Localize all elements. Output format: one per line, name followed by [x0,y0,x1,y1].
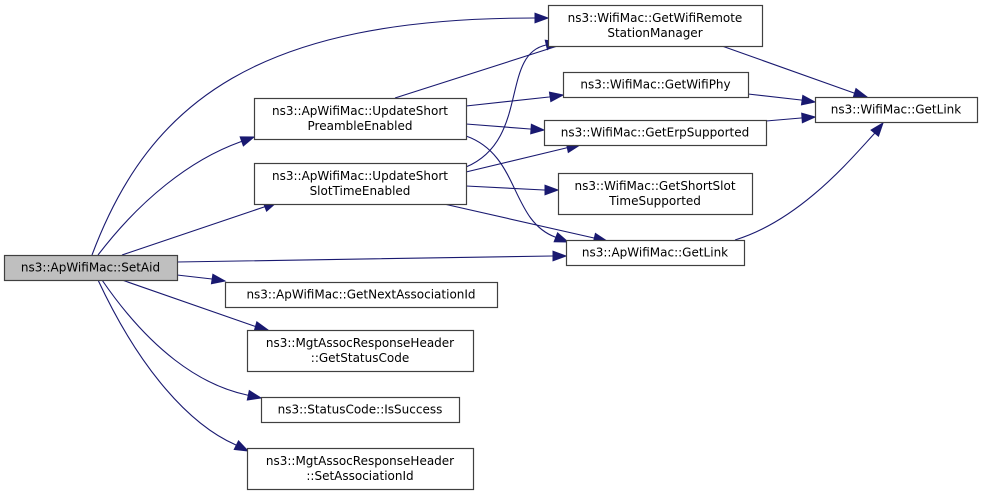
edge-get_erp-to-wm_getlink [765,112,817,124]
edge-line [97,136,255,256]
arrowhead-icon [800,94,817,106]
node-label: StationManager [607,26,702,40]
node-box [246,329,475,373]
arrowhead-icon [544,184,560,196]
edge-line [121,201,278,256]
node-box [547,4,764,48]
edge-setaid-to-upd_slot [121,201,279,256]
node-get-rsm[interactable]: ns3::WifiMac::GetWifiRemoteStationManage… [547,4,764,48]
node-set-assoc[interactable]: ns3::MgtAssocResponseHeader::SetAssociat… [246,447,475,491]
node-box [565,239,746,267]
edge-line [101,279,262,399]
node-label: ns3::MgtAssocResponseHeader [266,454,454,468]
edge-setaid-to-upd_preamble [97,136,256,256]
node-box [246,447,475,491]
edge-upd_slot-to-get_sst [465,184,560,196]
node-upd-preamble[interactable]: ns3::ApWifiMac::UpdateShortPreambleEnabl… [253,97,468,141]
arrowhead-icon [801,112,817,124]
arrowhead-icon [552,250,568,262]
arrowhead-icon [534,12,550,24]
node-box [814,96,979,124]
edge-line [465,144,581,173]
edge-line [734,122,884,241]
edge-upd_slot-to-get_erp [465,142,582,173]
node-label: ns3::ApWifiMac::GetNextAssociationId [246,288,475,302]
edge-setaid-to-status_code [121,279,270,332]
arrowhead-icon [870,121,884,137]
edge-get_phy-to-wm_getlink [747,93,817,106]
node-label: ns3::MgtAssocResponseHeader [266,336,454,350]
edge-setaid-to-is_success [101,279,263,401]
arrowhead-icon [548,91,565,103]
node-label: TimeSupported [608,194,701,208]
node-box [3,254,179,282]
arrowhead-icon [852,87,869,99]
node-box [562,71,750,99]
node-get-erp[interactable]: ns3::WifiMac::GetErpSupported [543,119,768,147]
node-box [224,281,499,309]
edges [91,12,884,452]
node-box [557,172,754,216]
node-label: ns3::ApWifiMac::GetLink [582,246,728,260]
node-box [260,396,461,424]
edge-line [176,255,566,263]
node-label: ns3::StatusCode::IsSuccess [278,403,443,417]
edge-upd_slot-to-get_rsm [465,39,561,168]
node-label: ns3::WifiMac::GetShortSlot [574,179,735,193]
node-label: ns3::WifiMac::GetErpSupported [561,126,749,140]
edge-line [91,17,548,256]
edge-line [465,41,560,168]
node-box [253,97,468,141]
edge-ap_getlink-to-wm_getlink [734,121,884,241]
node-box [543,119,768,147]
edge-setaid-to-get_rsm [91,12,550,256]
node-label: ::SetAssociationId [306,469,413,483]
node-box [253,162,468,206]
edge-line [97,279,249,452]
edge-setaid-to-ap_getlink [176,250,568,263]
edge-line [465,185,558,191]
node-setaid[interactable]: ns3::ApWifiMac::SetAid [3,254,179,282]
node-wm-getlink[interactable]: ns3::WifiMac::GetLink [814,96,979,124]
edge-upd_preamble-to-get_erp [465,123,546,135]
edge-line [465,94,564,107]
node-label: ns3::WifiMac::GetLink [831,103,961,117]
node-label: PreambleEnabled [308,119,413,133]
arrowhead-icon [553,232,570,243]
node-ap-getlink[interactable]: ns3::ApWifiMac::GetLink [565,239,746,267]
node-label: ns3::ApWifiMac::SetAid [21,261,160,275]
node-get-phy[interactable]: ns3::WifiMac::GetWifiPhy [562,71,750,99]
node-upd-slot[interactable]: ns3::ApWifiMac::UpdateShortSlotTimeEnabl… [253,162,468,206]
arrowhead-icon [239,136,256,147]
arrowhead-icon [246,389,263,401]
node-label: ns3::ApWifiMac::UpdateShort [272,169,448,183]
nodes: ns3::ApWifiMac::SetAid ns3::ApWifiMac::Up… [3,4,979,491]
edge-setaid-to-set_assoc [97,279,250,452]
edge-line [465,135,569,243]
node-label: ns3::WifiMac::GetWifiPhy [580,78,730,92]
node-label: SlotTimeEnabled [310,184,411,198]
edge-upd_preamble-to-ap_getlink [465,135,570,243]
node-label: ::GetStatusCode [311,351,409,365]
arrowhead-icon [253,320,270,332]
edge-get_rsm-to-wm_getlink [721,45,869,99]
node-label: ns3::WifiMac::GetWifiRemote [568,11,743,25]
node-is-success[interactable]: ns3::StatusCode::IsSuccess [260,396,461,424]
node-label: ns3::ApWifiMac::UpdateShort [272,104,448,118]
arrowhead-icon [530,123,546,135]
arrowhead-icon [233,440,250,452]
edge-setaid-to-next_aid [176,273,227,285]
arrowhead-icon [210,273,227,285]
node-next-aid[interactable]: ns3::ApWifiMac::GetNextAssociationId [224,281,499,309]
edge-upd_preamble-to-get_phy [465,91,565,107]
node-status-code[interactable]: ns3::MgtAssocResponseHeader::GetStatusCo… [246,329,475,373]
